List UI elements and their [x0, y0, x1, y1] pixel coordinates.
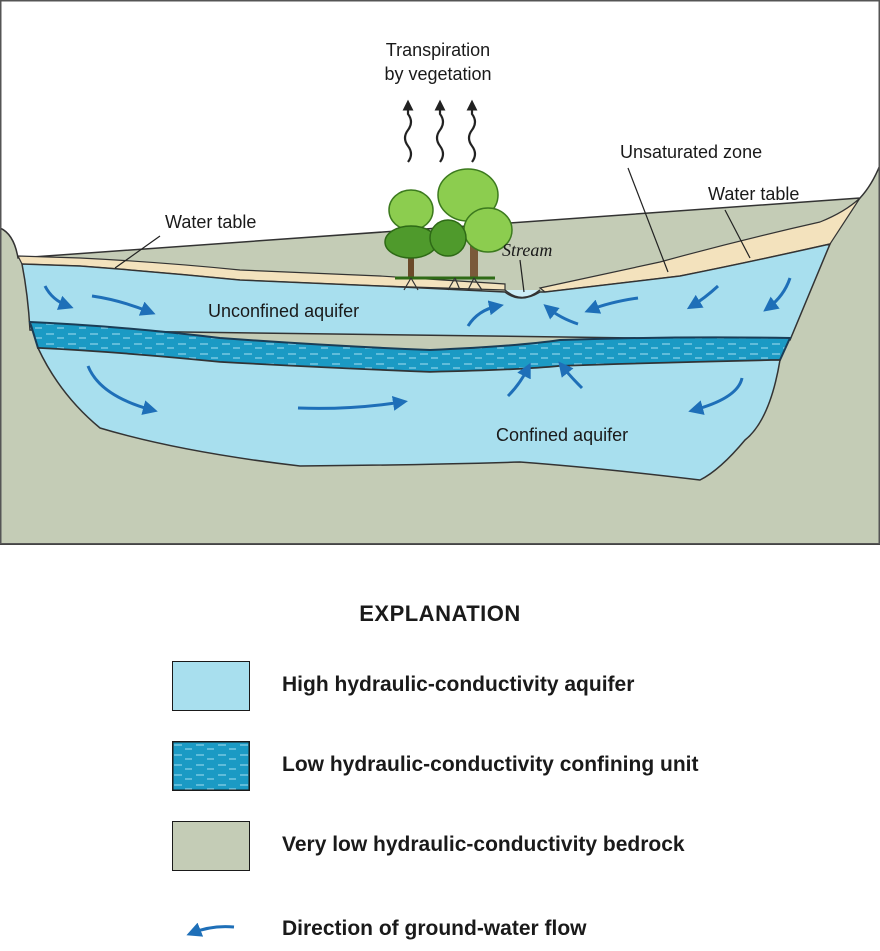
legend-item-bedrock: Very low hydraulic-conductivity bedrock: [172, 821, 852, 875]
water-table-label-right: Water table: [708, 184, 799, 204]
explanation-title: EXPLANATION: [359, 601, 521, 626]
flow-arrow: [91, 294, 156, 316]
stream-label: Stream: [502, 240, 552, 260]
stream-leader: [519, 259, 525, 293]
flow-arrows: [43, 277, 792, 415]
flow-arrow: [86, 365, 158, 415]
diagram-frame: [0, 0, 880, 545]
confined-aquifer-label: Confined aquifer: [496, 425, 628, 445]
flow-arrow: [43, 285, 74, 310]
water-table-left-leader: [114, 235, 161, 269]
roots-icon: [403, 277, 483, 291]
flow-arrow: [466, 300, 504, 327]
legend-label-flow: Direction of ground-water flow: [282, 917, 587, 940]
unsaturated-zone-leader: [627, 167, 669, 273]
flow-arrow: [543, 304, 579, 326]
flow-arrow: [763, 277, 792, 312]
transpiration-label-line2: by vegetation: [384, 64, 491, 84]
aquifer-swatch: [172, 661, 250, 711]
flow-arrow: [506, 362, 531, 398]
unconfined-aquifer-label: Unconfined aquifer: [208, 301, 359, 321]
unsaturated-zone-label: Unsaturated zone: [620, 142, 762, 162]
stream-channel: [504, 289, 541, 299]
water-table-label-left: Water table: [165, 212, 256, 232]
legend-item-aquifer: High hydraulic-conductivity aquifer: [172, 661, 852, 715]
flow-arrow: [297, 395, 408, 411]
transpiration-arrow: [402, 99, 478, 163]
transpiration-label-line1: Transpiration: [386, 40, 490, 60]
flow-arrow-icon: [186, 922, 235, 937]
confining-unit-swatch: [172, 741, 250, 791]
bedrock-swatch: [172, 821, 250, 871]
flow-arrow: [584, 296, 639, 314]
explanation-legend: EXPLANATION High hydraulic-conductivity …: [0, 545, 880, 948]
flow-arrow: [558, 361, 584, 390]
water-table-right-leader: [724, 209, 751, 259]
groundwater-cross-section: Transpiration by vegetation Unsaturated …: [0, 0, 880, 545]
flow-arrow: [686, 284, 720, 310]
legend-label-aquifer: High hydraulic-conductivity aquifer: [282, 673, 635, 696]
legend-label-confining: Low hydraulic-conductivity confining uni…: [282, 753, 699, 776]
confined-aquifer-region: [36, 347, 781, 481]
legend-label-bedrock: Very low hydraulic-conductivity bedrock: [282, 833, 685, 856]
unconfined-aquifer-region: [21, 242, 832, 341]
tree-icon: [384, 189, 438, 278]
flow-arrow: [688, 377, 744, 415]
tree-icon: [429, 168, 513, 278]
legend-item-confining: Low hydraulic-conductivity confining uni…: [172, 741, 852, 795]
legend-item-flow: Direction of ground-water flow: [172, 911, 852, 947]
